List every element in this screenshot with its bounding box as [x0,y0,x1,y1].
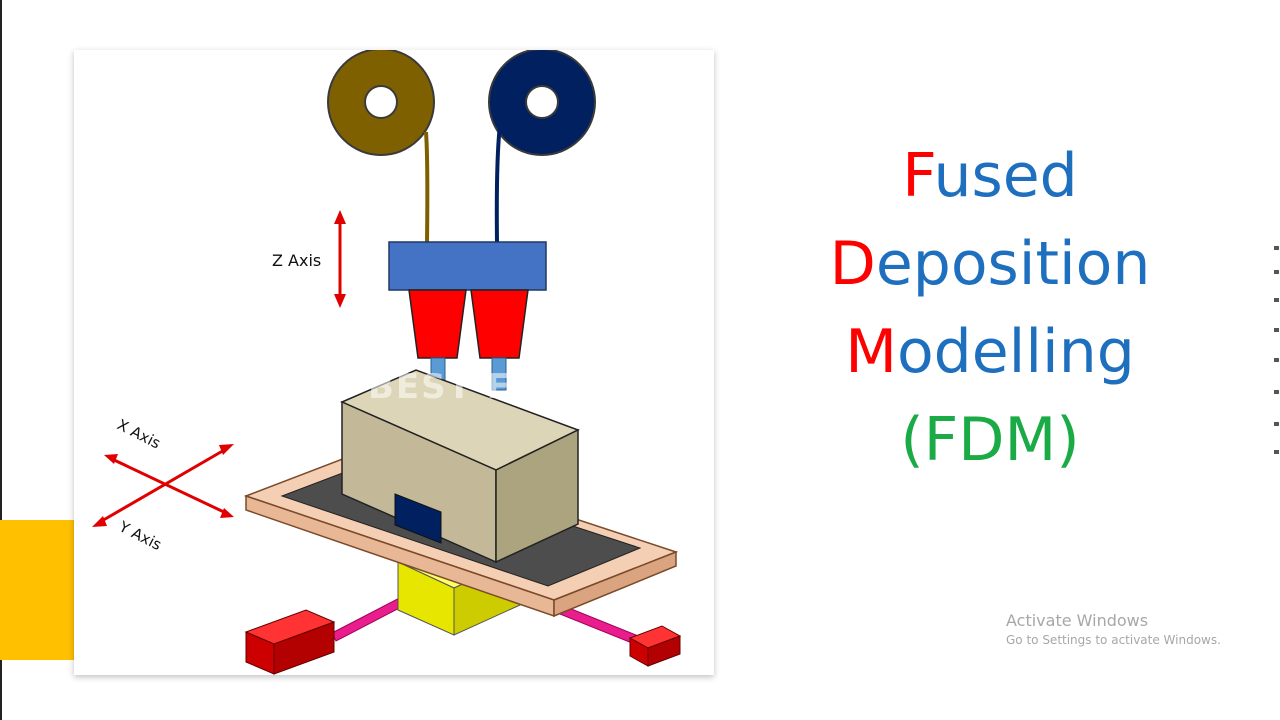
z-axis-arrow [334,210,346,308]
left-edge-line [0,0,2,720]
brown-filament-spool [327,50,435,243]
object-opening [394,493,442,544]
fdm-diagram-svg: Z Axis X Axis Y Axis [92,50,696,675]
title-line-fused: Fused [902,141,1078,211]
xy-axis-arrows [92,444,234,527]
nozzle-right [470,289,529,391]
printed-object [340,369,580,564]
fdm-title: Fused Deposition Modelling (FDM) [790,132,1190,484]
navy-filament-spool [488,50,596,243]
activate-windows-subtext: Go to Settings to activate Windows. [1006,633,1221,647]
title-line-deposition: Deposition [829,229,1151,299]
x-axis-label: X Axis [114,416,163,453]
motor-left [244,609,336,675]
extruder-head [388,241,547,291]
title-abbreviation: (FDM) [900,405,1080,475]
y-axis-label: Y Axis [115,517,164,554]
activate-windows-watermark: Activate Windows Go to Settings to activ… [1006,611,1221,647]
fdm-diagram: Z Axis X Axis Y Axis [74,50,714,675]
activate-windows-heading: Activate Windows [1006,611,1149,630]
watermark-text: BEST ENGINEER [368,367,696,407]
right-edge-marks [1272,240,1280,460]
z-axis-label: Z Axis [272,251,321,270]
title-line-modelling: Modelling [845,317,1135,387]
accent-bar [0,520,74,660]
motor-right [628,625,682,667]
